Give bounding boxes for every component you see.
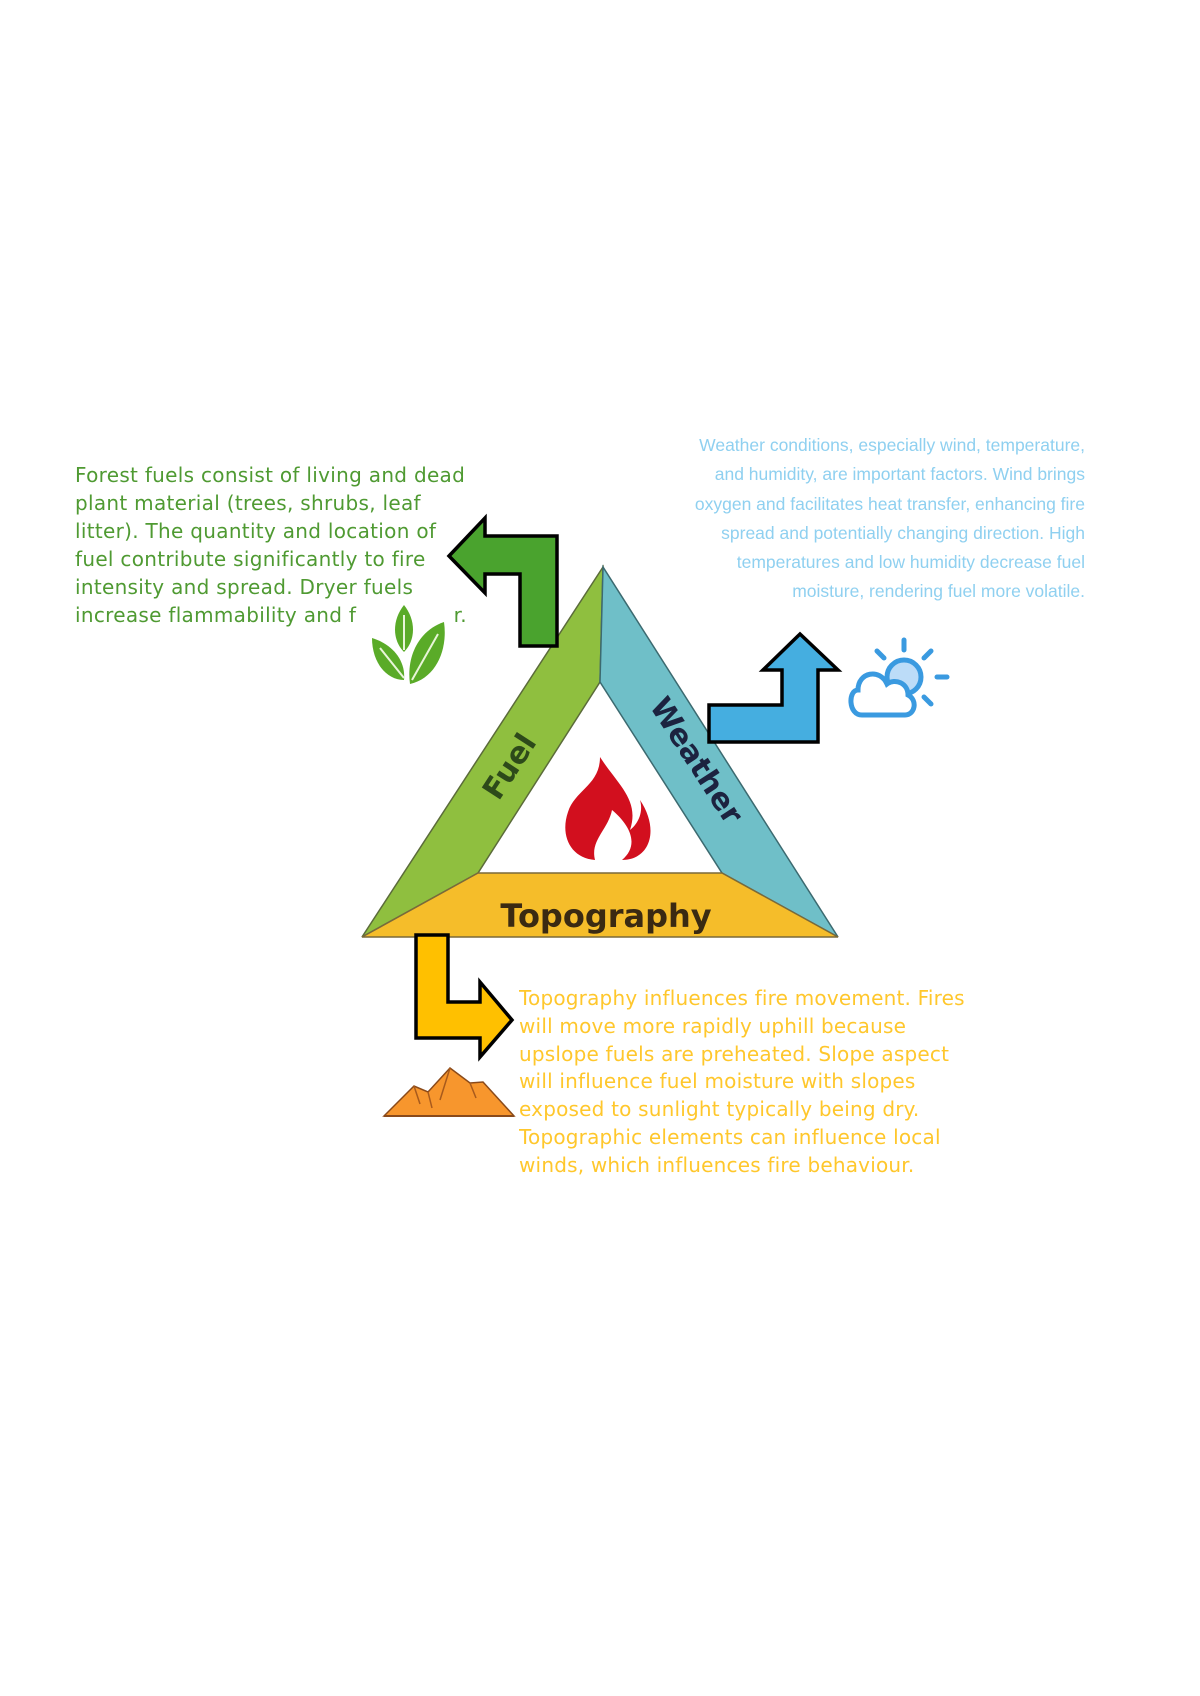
topography-band: [361, 872, 839, 938]
mountain-icon: [382, 1066, 516, 1117]
topography-description: Topography influences fire movement. Fir…: [519, 986, 965, 1177]
weather-description: Weather conditions, especially wind, tem…: [694, 435, 1085, 602]
flame-icon: [565, 757, 651, 860]
weather-arrow: [707, 631, 843, 744]
cloud-sun-icon: [848, 637, 950, 718]
topography-arrow: [414, 933, 515, 1062]
fuel-arrow: [446, 513, 559, 648]
topography-label: Topography: [500, 897, 711, 935]
leaf-icon: [358, 598, 453, 690]
